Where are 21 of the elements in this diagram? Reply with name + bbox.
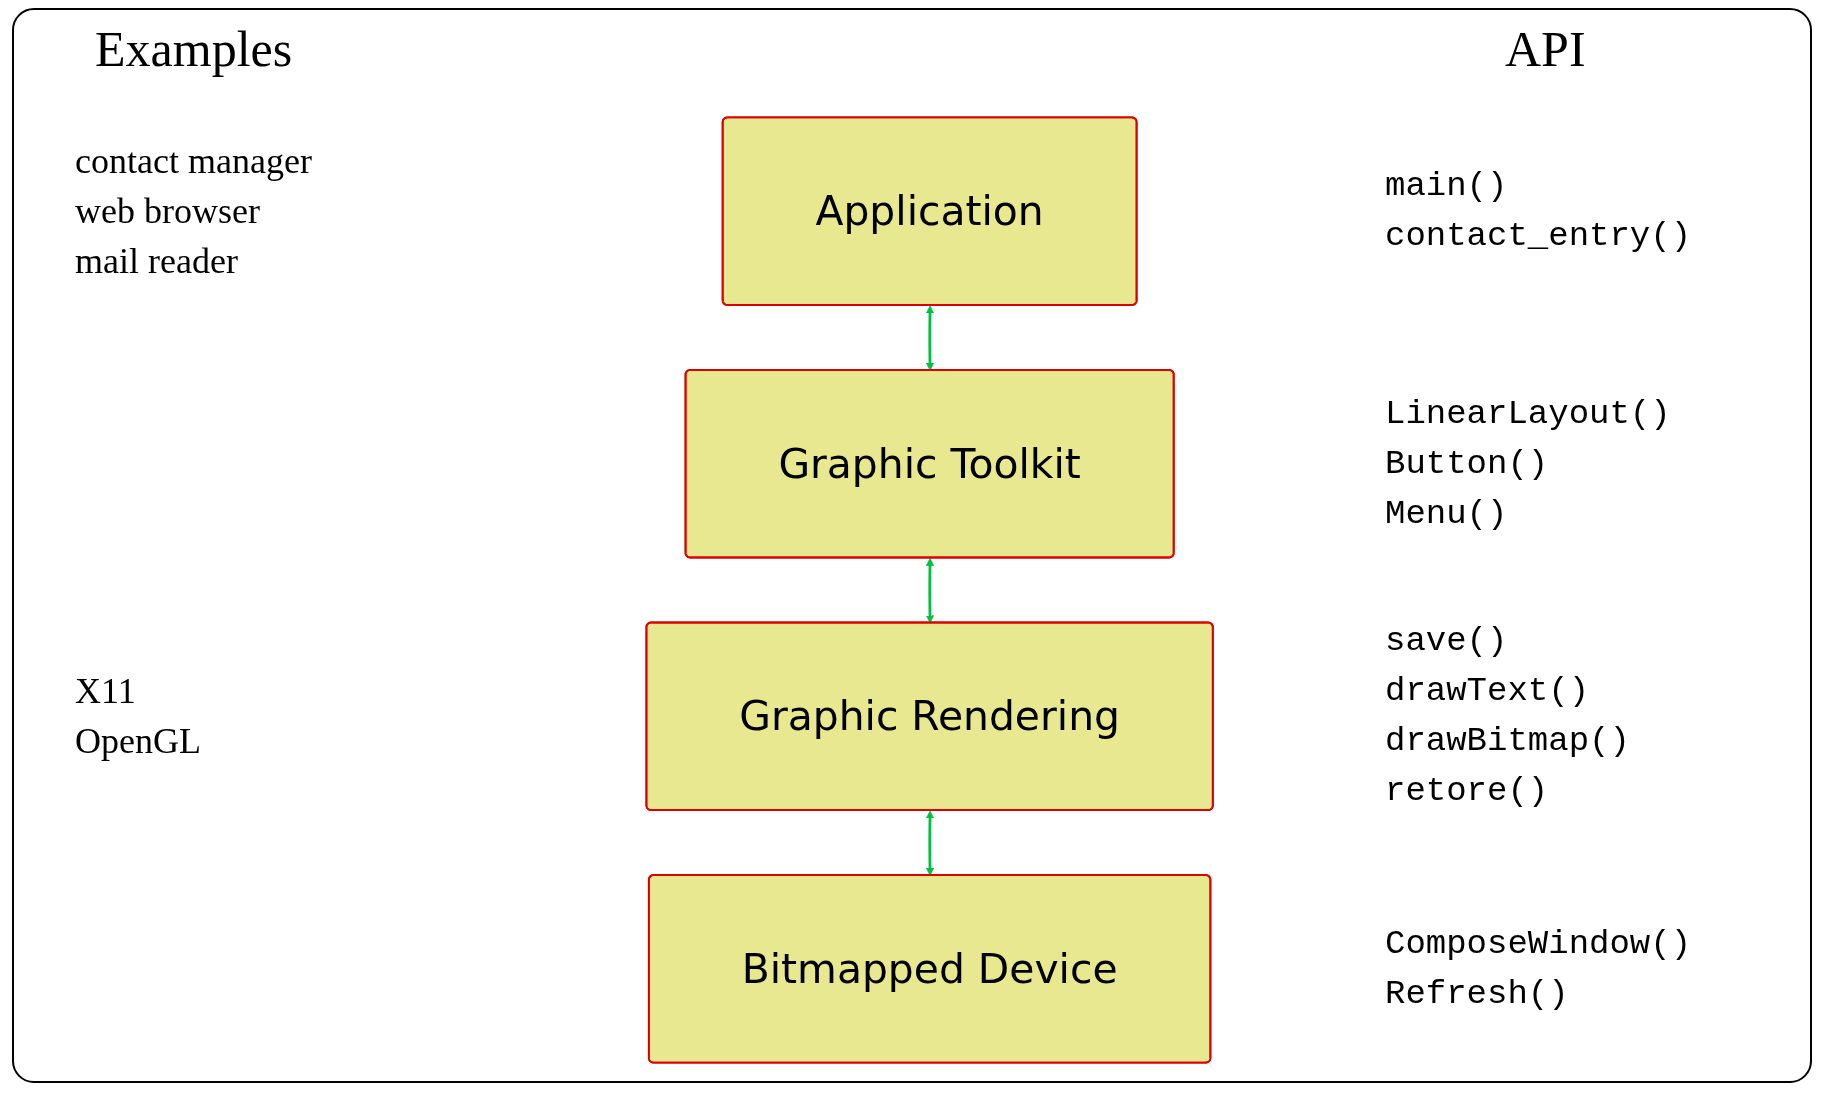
api-function-name: contact_entry() xyxy=(1385,216,1692,258)
api-function-name: LinearLayout() xyxy=(1385,393,1671,435)
api-function-name: ComposeWindow() xyxy=(1385,923,1692,965)
arrow xyxy=(926,305,935,371)
column-heading: Examples xyxy=(95,20,293,78)
api-function-name: save() xyxy=(1385,621,1509,663)
column-heading: API xyxy=(1505,20,1586,78)
api-function-name: Menu() xyxy=(1385,493,1509,535)
api-function-name: retore() xyxy=(1385,771,1550,813)
example-text: contact manager xyxy=(75,140,312,184)
api-function-name: drawBitmap() xyxy=(1385,721,1630,763)
example-text: mail reader xyxy=(75,240,239,284)
api-function-name: Refresh() xyxy=(1385,973,1570,1015)
example-text: OpenGL xyxy=(75,720,201,764)
example-text: web browser xyxy=(75,190,261,234)
api-function-name: main() xyxy=(1385,166,1509,208)
example-text: X11 xyxy=(75,670,137,714)
arrow xyxy=(926,557,935,624)
api-function-name: Button() xyxy=(1385,443,1550,485)
api-function-name: drawText() xyxy=(1385,671,1591,713)
arrow xyxy=(926,810,935,876)
